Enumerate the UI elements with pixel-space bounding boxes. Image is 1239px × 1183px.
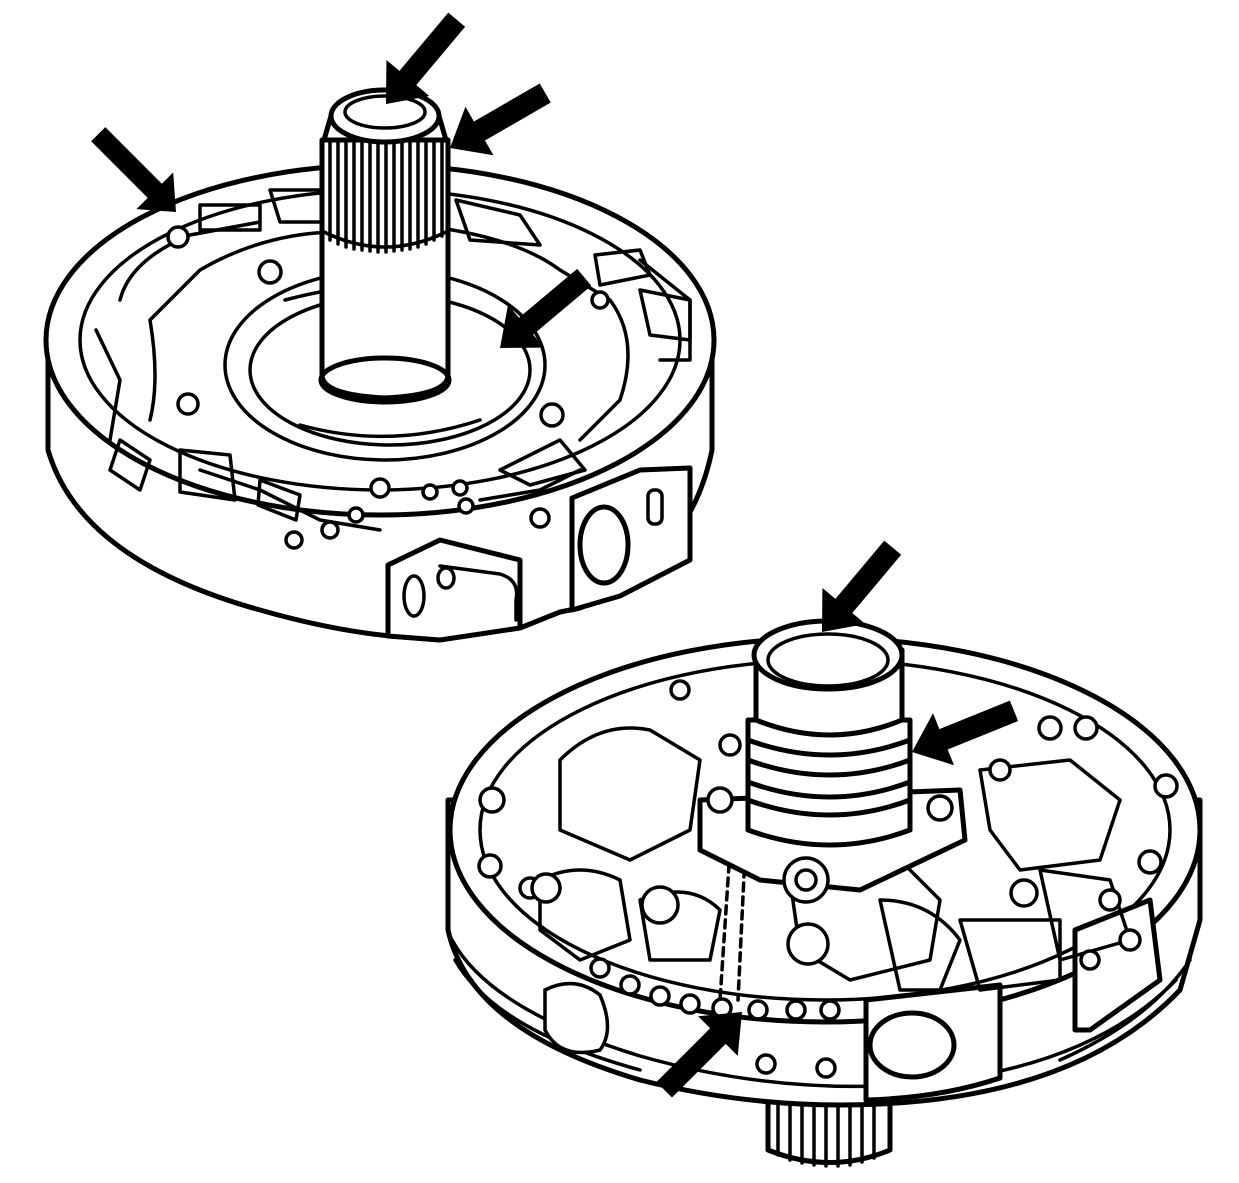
- stator-shaft-splines: [322, 140, 448, 254]
- pump-cover-assembly: [43, 87, 717, 643]
- arrow-icon: [386, 12, 466, 104]
- hub-plate-hole-left: [706, 786, 734, 814]
- top-component-arrows: [91, 12, 592, 348]
- hub-bore: [766, 632, 890, 688]
- arrow-icon: [450, 83, 551, 156]
- stator-shaft-bore: [343, 94, 427, 130]
- pump-body-assembly: [445, 618, 1203, 1168]
- arrow-icon: [822, 540, 902, 632]
- arrow-icon: [500, 268, 592, 348]
- hub-plate-hole-right: [926, 794, 954, 822]
- notch-port: [402, 574, 426, 618]
- notch-channel: [438, 564, 519, 622]
- pump-body-side-bands: [450, 938, 1192, 1089]
- cover-bolt-holes: [166, 225, 610, 550]
- pump-cover-boss: [569, 465, 693, 613]
- front-boss-bore: [867, 1010, 957, 1080]
- arrow-icon: [656, 1012, 742, 1098]
- notch-port-2: [436, 566, 456, 590]
- hub-top: [751, 618, 905, 692]
- boss-bore: [577, 504, 631, 586]
- pump-cover-notch: [385, 537, 523, 643]
- arrow-icon: [912, 700, 1019, 766]
- hub-plate-bolt: [782, 856, 830, 904]
- hub-plate-bolt-head: [794, 868, 818, 892]
- hub-body: [745, 717, 913, 848]
- bottom-component-arrows: [656, 540, 1019, 1098]
- lower-shaft-splines: [776, 1088, 876, 1168]
- hub-ring-grooves: [745, 737, 913, 818]
- stator-shaft-top-chamfer: [321, 113, 449, 143]
- arrow-icon: [91, 127, 176, 212]
- boss-slot: [646, 488, 664, 526]
- pump-body-bolt-holes: [477, 679, 1179, 1079]
- stator-shaft-base: [318, 355, 452, 405]
- pump-body-cutline: [718, 848, 747, 1002]
- pump-body-left-pocket: [543, 981, 610, 1055]
- pump-body-front-boss: [863, 982, 1003, 1103]
